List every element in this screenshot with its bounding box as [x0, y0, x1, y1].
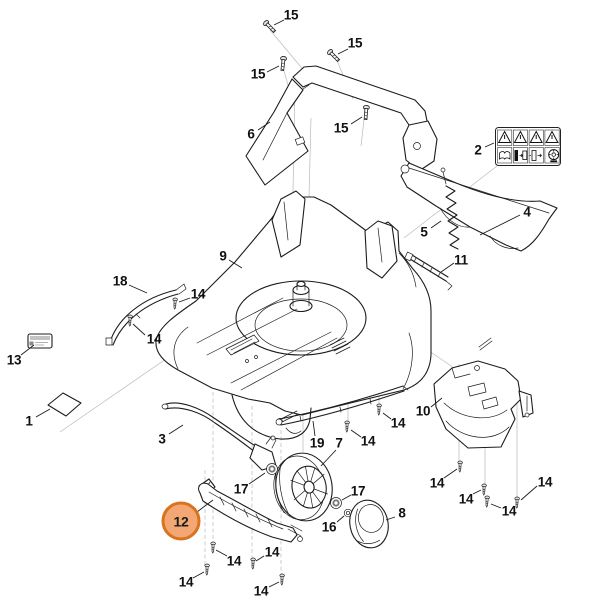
- part-callout-4[interactable]: 4: [523, 204, 531, 220]
- blank-label-drawing: [47, 392, 82, 417]
- part-callout-11[interactable]: 11: [454, 252, 468, 268]
- part-callout-8[interactable]: 8: [398, 505, 406, 521]
- part-callout-14[interactable]: 14: [253, 583, 269, 599]
- part-callout-9[interactable]: 9: [219, 248, 227, 264]
- part-callout-16[interactable]: 16: [321, 519, 337, 535]
- part-callout-17[interactable]: 17: [233, 481, 249, 497]
- part-callout-3[interactable]: 3: [158, 431, 166, 447]
- hubcap-drawing: [349, 499, 389, 549]
- strip-11-drawing: [404, 251, 453, 291]
- blade-runon-icon: [529, 150, 542, 161]
- bushing-17-right-drawing: [330, 497, 342, 509]
- part-callout-1[interactable]: 1: [25, 413, 33, 429]
- axle-bar-drawing: [161, 402, 277, 471]
- leader-lines: [20, 19, 538, 588]
- part-callout-14[interactable]: 14: [429, 475, 445, 491]
- part-callout-13[interactable]: 13: [6, 352, 22, 368]
- part-callout-15[interactable]: 15: [333, 120, 349, 136]
- part-callout-14[interactable]: 14: [390, 415, 406, 431]
- part-callout-15[interactable]: 15: [283, 7, 299, 23]
- part-callout-5[interactable]: 5: [420, 224, 428, 240]
- part-callout-15[interactable]: 15: [250, 66, 266, 82]
- part-callout-7[interactable]: 7: [335, 435, 343, 451]
- bushing-17-left-drawing: [266, 463, 278, 475]
- safety-decal-drawing: [495, 127, 561, 166]
- part-callout-14[interactable]: 14: [501, 503, 517, 519]
- wheel-drawing: [273, 452, 333, 522]
- deck-drawing: [155, 190, 493, 440]
- part-callout-14[interactable]: 14: [226, 553, 242, 569]
- part-callout-14[interactable]: 14: [360, 433, 376, 449]
- part-callout-6[interactable]: 6: [247, 126, 255, 142]
- part-callout-14[interactable]: 14: [264, 544, 280, 560]
- spring-drawing: [440, 167, 460, 250]
- part-callout-14[interactable]: 14: [146, 331, 162, 347]
- bumper-drawing: [198, 478, 303, 543]
- part-callout-14[interactable]: 14: [458, 491, 474, 507]
- read-manual-icon: [499, 151, 511, 160]
- discharge-chute-drawing: [433, 360, 534, 449]
- rear-flap-drawing: [400, 162, 558, 252]
- trim-strip-18-drawing: [105, 283, 187, 346]
- part-callout-14[interactable]: 14: [178, 574, 194, 590]
- part-callout-19[interactable]: 19: [309, 435, 325, 451]
- part-callout-18[interactable]: 18: [112, 273, 128, 289]
- part-callout-14[interactable]: 14: [537, 474, 553, 490]
- remove-plug-icon: [514, 150, 528, 161]
- trim-strip-19-drawing: [275, 385, 409, 426]
- stop-blade-icon: [548, 149, 560, 163]
- part-callout-10[interactable]: 10: [415, 403, 431, 419]
- part-callout-2[interactable]: 2: [474, 142, 482, 158]
- part-callout-17[interactable]: 17: [350, 483, 366, 499]
- model-plate-drawing: [27, 333, 53, 349]
- part-callout-12[interactable]: 12: [161, 501, 201, 541]
- part-callout-14[interactable]: 14: [190, 286, 206, 302]
- part-callout-15[interactable]: 15: [347, 35, 363, 51]
